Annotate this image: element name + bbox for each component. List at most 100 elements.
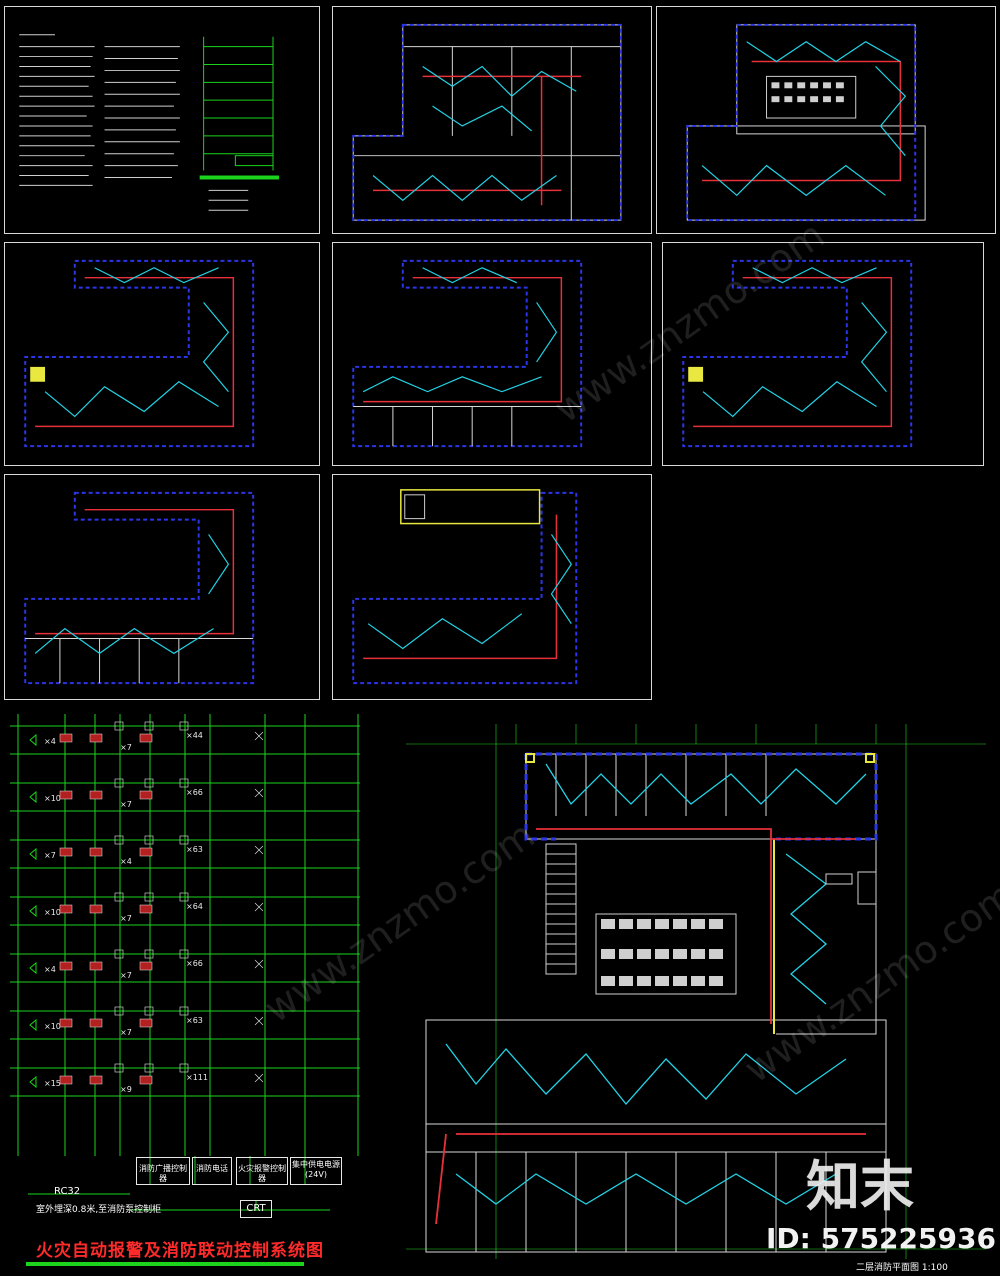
speaker-icon [29, 904, 37, 918]
speaker-count: ×4 [44, 965, 56, 974]
smoke-detector-count: ×111 [186, 1073, 208, 1082]
smoke-detector-count: ×66 [186, 959, 203, 968]
smoke-detector-count: ×63 [186, 1016, 203, 1025]
control-box-broadcast: 消防广播控制器 [136, 1157, 190, 1185]
detector-icon [144, 949, 154, 959]
junction-icon [254, 845, 264, 855]
crt-box: CRT [240, 1200, 272, 1218]
smoke-detector-count: ×64 [186, 902, 203, 911]
detector-icon [114, 721, 124, 731]
junction-icon [254, 1016, 264, 1026]
junction-icon [254, 902, 264, 912]
sheet-floor-plan-5 [662, 242, 984, 466]
module-box [59, 1075, 73, 1085]
detector-count: ×9 [120, 1085, 132, 1094]
plan-caption-name: 二层消防平面图 [856, 1263, 920, 1273]
module-box [89, 1018, 103, 1028]
speaker-icon [29, 790, 37, 804]
detector-count: ×4 [120, 857, 132, 866]
detector-icon [144, 721, 154, 731]
ground-floor-plan-drawing [352, 23, 622, 222]
sheet-floor-plan-2 [656, 6, 996, 234]
speaker-icon [29, 961, 37, 975]
module-box [89, 1075, 103, 1085]
smoke-detector-count: ×44 [186, 731, 203, 740]
speaker-icon [29, 733, 37, 747]
brand-logo: 知末 [806, 1155, 914, 1218]
module-box [59, 1018, 73, 1028]
module-box [139, 790, 153, 800]
module-box [89, 733, 103, 743]
module-box [139, 904, 153, 914]
sheet-fire-alarm-system-diagram: ×4 ×7 ×44 ×10 ×7 ×66 ×7 ×4 ×63 ×10 ×7 ×64 ×4 ×7 ×66 ×10… [0, 704, 384, 1276]
speaker-count: ×10 [44, 794, 61, 803]
control-box-telephone: 消防电话 [192, 1157, 232, 1185]
detector-icon [114, 1006, 124, 1016]
detector-icon [179, 1006, 189, 1016]
sheet-floor-plan-6 [4, 474, 320, 700]
plan-caption-scale: 1:100 [921, 1263, 948, 1273]
module-box [89, 904, 103, 914]
detector-icon [179, 949, 189, 959]
plan-caption: 二层消防平面图 1:100 [856, 1260, 948, 1273]
speaker-count: ×7 [44, 851, 56, 860]
riser-floor-row: ×4 ×7 ×66 [10, 949, 360, 983]
riser-floor-row: ×10 ×7 ×63 [10, 1006, 360, 1040]
smoke-detector-count: ×66 [186, 788, 203, 797]
riser-floor-row: ×4×7×44 [10, 721, 360, 755]
cable-note-route: 室外埋深0.8米,至消防泵控制柜 [36, 1205, 162, 1215]
detector-icon [179, 778, 189, 788]
sheet-roof-plan [332, 474, 652, 700]
junction-icon [254, 1073, 264, 1083]
sheet-floor-plan-4 [332, 242, 652, 466]
detector-count: ×7 [120, 743, 132, 752]
module-box [89, 961, 103, 971]
detector-icon [144, 835, 154, 845]
detector-icon [144, 892, 154, 902]
riser-floor-row: ×15 ×9 ×111 [10, 1063, 360, 1097]
detector-icon [114, 1063, 124, 1073]
detector-icon [144, 1063, 154, 1073]
floor-plan-5-drawing [682, 259, 913, 448]
title-underline [26, 1262, 304, 1266]
module-box [139, 847, 153, 857]
riser-floor-row: ×7 ×4 ×63 [10, 835, 360, 869]
floor-plan-4-drawing [352, 259, 583, 448]
control-box-power-supply: 集中供电电源(24V) [290, 1157, 342, 1185]
module-box [139, 1075, 153, 1085]
speaker-icon [29, 847, 37, 861]
detector-icon [114, 949, 124, 959]
module-box [59, 961, 73, 971]
detector-count: ×7 [120, 1028, 132, 1037]
cable-note-rc32: RC32 [54, 1186, 81, 1197]
floor-plan-3-drawing [24, 259, 255, 448]
detector-count: ×7 [120, 914, 132, 923]
image-id-label: ID: 575225936 [766, 1222, 996, 1255]
sheet-second-floor-large-plan: 二层消防平面图 1:100 [386, 704, 1000, 1276]
module-box [89, 790, 103, 800]
module-box [59, 847, 73, 857]
junction-icon [254, 731, 264, 741]
detector-icon [114, 835, 124, 845]
floor-plan-6-drawing [24, 491, 255, 685]
smoke-detector-count: ×63 [186, 845, 203, 854]
detector-icon [179, 835, 189, 845]
module-box [59, 790, 73, 800]
speaker-icon [29, 1018, 37, 1032]
fire-alarm-riser-diagram: ×4 ×7 ×44 ×10 ×7 ×66 ×7 ×4 ×63 ×10 ×7 ×64 ×4 ×7 ×66 ×10… [10, 714, 360, 1211]
speaker-count: ×10 [44, 1022, 61, 1031]
module-box [59, 733, 73, 743]
module-box [139, 961, 153, 971]
module-box [59, 904, 73, 914]
speaker-count: ×15 [44, 1079, 61, 1088]
riser-floor-row: ×10×7×64 [10, 892, 360, 926]
junction-icon [254, 959, 264, 969]
detector-icon [114, 778, 124, 788]
junction-icon [254, 788, 264, 798]
sheet-ground-floor-plan [332, 6, 652, 234]
detector-count: ×7 [120, 800, 132, 809]
detector-count: ×7 [120, 971, 132, 980]
floor-plan-2-drawing [686, 23, 926, 222]
detector-icon [144, 778, 154, 788]
detector-icon [114, 892, 124, 902]
